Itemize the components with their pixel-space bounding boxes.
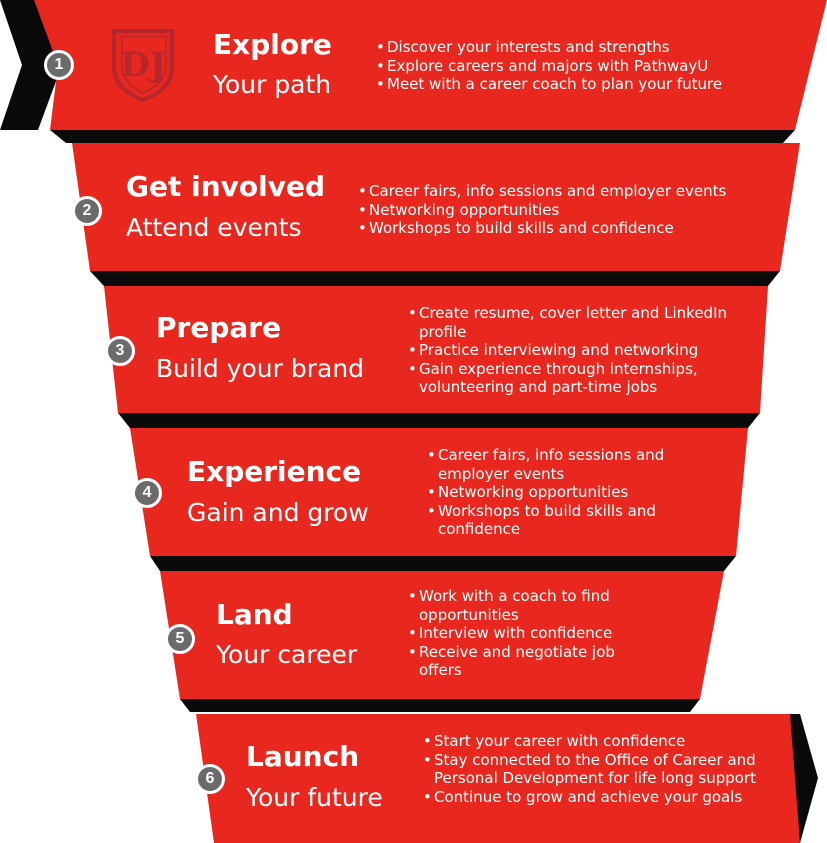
stage-4-shadow xyxy=(150,556,736,571)
stage-3-shadow xyxy=(118,413,760,428)
stage-2-shadow xyxy=(90,271,780,286)
university-shield-logo-icon: DJ xyxy=(108,27,180,103)
stage-5-band xyxy=(160,571,724,699)
logo-text: DJ xyxy=(120,45,166,85)
stage-5-shadow xyxy=(180,699,700,712)
stage-6-band xyxy=(196,714,800,843)
stage-2-band xyxy=(72,143,800,271)
stage-1-band xyxy=(34,0,827,130)
stage-4-band xyxy=(130,428,748,556)
stage-1-shadow xyxy=(50,130,795,143)
stage-3-band xyxy=(104,286,768,413)
